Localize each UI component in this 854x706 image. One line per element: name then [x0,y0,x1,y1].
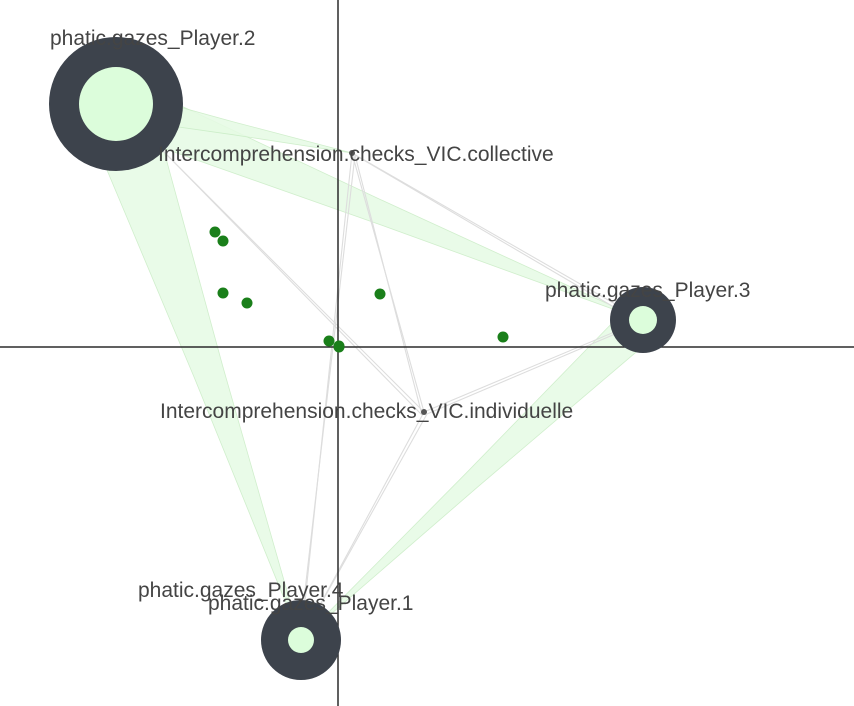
data-point-9 [333,341,345,353]
node-label-p4: phatic.gazes_Player.4 [138,579,344,602]
node-core-p2 [79,67,153,141]
edge-ici-p3-secondary [426,322,642,415]
node-dot-icc [349,150,355,156]
node-label-p1: phatic.gazes_Player.1 [208,592,413,615]
data-point-2 [217,235,229,247]
edge-lines [115,103,644,644]
data-point-6 [497,331,509,343]
node-label-icc: Intercomprehension.checks_VIC.collective [158,143,554,166]
node-label-p2: phatic.gazes_Player.2 [50,27,255,50]
edge-icc-p3-secondary [354,154,642,324]
edge-p3-p1 [300,304,658,641]
graph-nodes [49,37,676,680]
edge-ici-p1-secondary [298,413,428,644]
node-core-p3 [629,306,657,334]
node-dot-ici [421,409,427,415]
edge-p2-ici-secondary [118,105,423,416]
edge-wedges [83,79,658,641]
data-point-7 [323,335,335,347]
data-point-5 [374,288,386,300]
data-point-1 [209,226,221,238]
node-labels: phatic.gazes_Player.2 phatic.gazes_Player… [50,27,750,615]
node-label-p3: phatic.gazes_Player.3 [545,279,750,302]
data-point-3 [217,287,229,299]
node-label-ici: Intercomprehension.checks_VIC.individuel… [160,400,573,423]
edge-icc-p1 [300,152,353,641]
data-point-4 [241,297,253,309]
edge-icc-p1-secondary [298,154,356,644]
projected-points [209,226,509,353]
edge-icc-ici-secondary [354,154,423,416]
node-core-p1 [288,627,314,653]
edge-icc-p3 [351,152,644,321]
edge-ici-p3 [423,319,644,413]
